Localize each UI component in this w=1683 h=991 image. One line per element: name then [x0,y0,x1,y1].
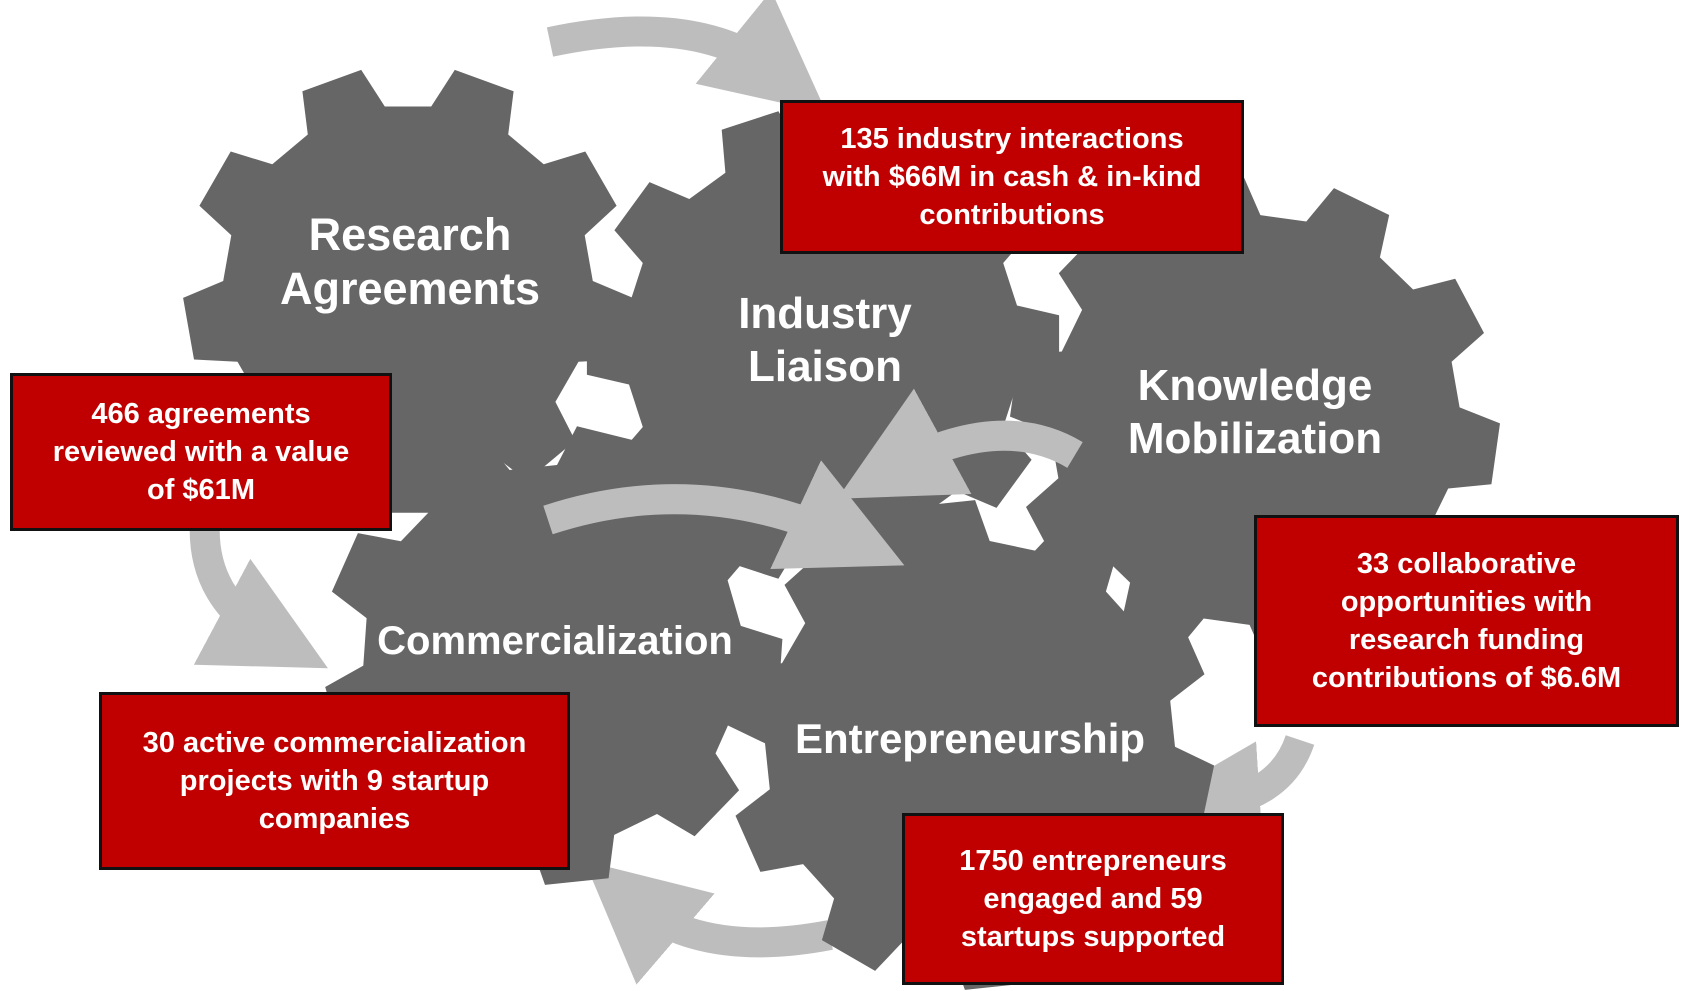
stat-box-commercialization: 30 active commercialization projects wit… [99,692,570,870]
gear-label-knowledge: Knowledge Mobilization [1127,361,1383,463]
gear-label-entrepreneurship: Entrepreneurship [794,715,1146,762]
stat-text-industry: 135 industry interactions with $66M in c… [822,123,1202,231]
cycle-arrow-center-right [543,460,905,570]
cycle-arrow-left [189,519,328,669]
stat-box-entrepreneurship: 1750 entrepreneurs engaged and 59 startu… [902,813,1284,985]
gear-label-commercialization: Commercialization [377,619,733,663]
stat-box-industry: 135 industry interactions with $66M in c… [780,100,1244,254]
stat-box-research: 466 agreements reviewed with a value of … [10,373,392,531]
stat-text-commercialization: 30 active commercialization projects wit… [142,727,527,835]
stat-text-knowledge: 33 collaborative opportunities with rese… [1311,548,1622,694]
cycle-arrow-center-left [837,388,1083,499]
stat-text-entrepreneurship: 1750 entrepreneurs engaged and 59 startu… [959,845,1227,953]
stat-text-research: 466 agreements reviewed with a value of … [52,398,350,506]
cycle-arrow-bottom [584,860,833,985]
cycle-arrow-right [1140,734,1315,862]
stat-box-knowledge: 33 collaborative opportunities with rese… [1254,515,1679,727]
gear-label-research: Research Agreements [279,209,541,314]
cycle-arrow-top [546,0,827,113]
gear-label-industry: Industry Liaison [738,289,912,391]
